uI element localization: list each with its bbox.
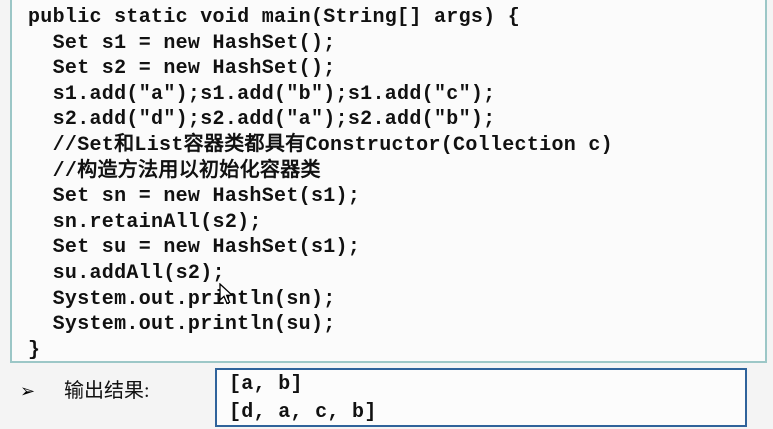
output-result-row: ➢ 输出结果: [a, b] [d, a, c, b] — [0, 368, 773, 429]
output-line: [a, b] — [229, 373, 303, 396]
output-lines: [a, b] [d, a, c, b] — [229, 371, 377, 426]
code-line: //构造方法用以初始化容器类 — [28, 159, 321, 183]
code-line: public static void main(String[] args) { — [28, 6, 521, 29]
code-line: su.addAll(s2); — [28, 261, 225, 285]
code-line: System.out.println(su); — [28, 313, 336, 337]
output-result-label: 输出结果: — [64, 380, 150, 402]
code-line: } — [28, 338, 41, 362]
code-lines: public static void main(String[] args) {… — [28, 5, 761, 363]
output-line: [d, a, c, b] — [229, 400, 377, 424]
output-result-box: [a, b] [d, a, c, b] — [215, 368, 747, 427]
arrow-bullet-icon: ➢ — [20, 381, 36, 401]
code-line: System.out.println(sn); — [28, 287, 336, 311]
code-line: Set s1 = new HashSet(); — [28, 31, 336, 55]
code-line: s2.add("d");s2.add("a");s2.add("b"); — [28, 108, 496, 132]
code-line: sn.retainAll(s2); — [28, 210, 262, 234]
code-line: //Set和List容器类都具有Constructor(Collection c… — [28, 133, 613, 157]
code-line: Set su = new HashSet(s1); — [28, 236, 361, 260]
code-line: s1.add("a");s1.add("b");s1.add("c"); — [28, 82, 496, 106]
code-line: Set s2 = new HashSet(); — [28, 57, 336, 81]
code-panel: public static void main(String[] args) {… — [10, 0, 767, 363]
code-line: Set sn = new HashSet(s1); — [28, 185, 361, 209]
